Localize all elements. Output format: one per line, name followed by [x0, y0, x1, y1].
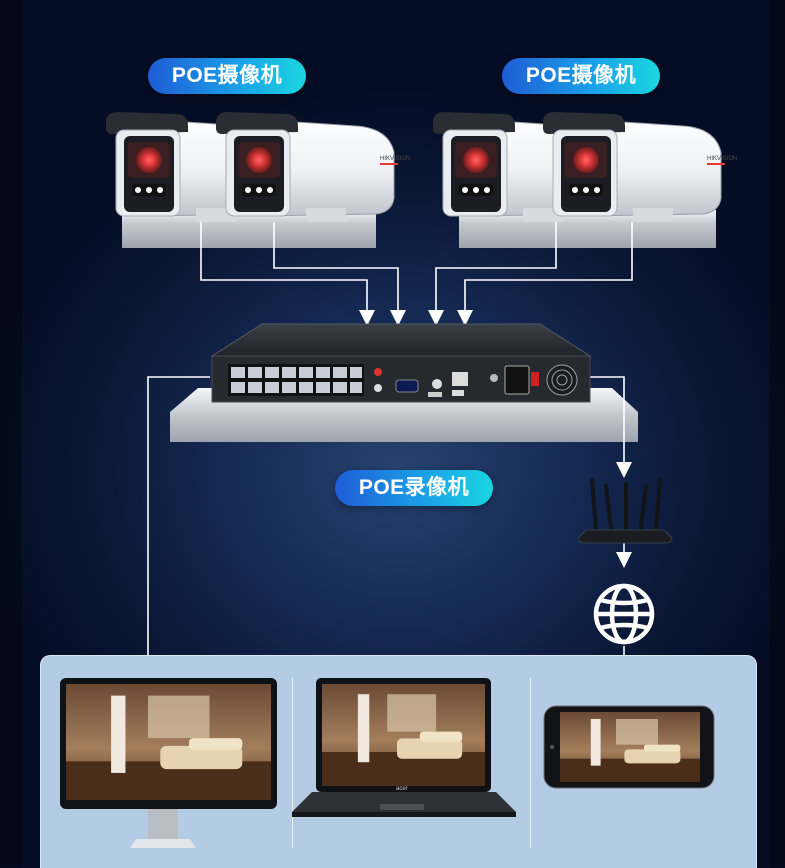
power-switch — [531, 372, 539, 386]
line-camera-2 — [273, 222, 406, 326]
camera-brand-text-2: HIKVISION — [707, 156, 737, 162]
right-edge-shade — [769, 0, 785, 867]
laptop-icon: acer — [292, 678, 516, 817]
left-edge-shade — [0, 0, 22, 867]
line-camera-1 — [200, 222, 375, 326]
camera-brand-text: HIKVISION — [380, 156, 410, 162]
monitor-icon — [60, 678, 277, 848]
laptop-brand-text: acer — [396, 786, 408, 792]
vga-port — [395, 379, 419, 393]
hdmi-port — [428, 392, 442, 397]
panel-divider-2 — [530, 678, 531, 848]
camera-2: HIKVISION — [215, 111, 410, 223]
poe-ports — [228, 364, 364, 396]
line-camera-3 — [428, 222, 557, 326]
cameras-right-label: POE摄像机 — [502, 58, 660, 94]
line-nvr-to-monitor — [140, 376, 210, 686]
usb-port — [452, 390, 464, 396]
camera-4: HIKVISION — [542, 111, 737, 223]
audio-port-red — [374, 368, 382, 376]
audio-port-white — [374, 384, 382, 392]
panel-divider-1 — [292, 678, 293, 848]
reset-button — [490, 374, 498, 382]
cameras-left-label: POE摄像机 — [148, 58, 306, 94]
ground-screw — [432, 379, 442, 389]
lan-port — [452, 372, 468, 386]
nvr-label: POE录像机 — [335, 470, 493, 506]
smartphone-icon — [543, 705, 715, 789]
line-camera-4 — [457, 222, 633, 326]
line-nvr-to-router — [590, 376, 632, 478]
power-socket — [504, 365, 530, 395]
fan-grille — [546, 364, 578, 396]
